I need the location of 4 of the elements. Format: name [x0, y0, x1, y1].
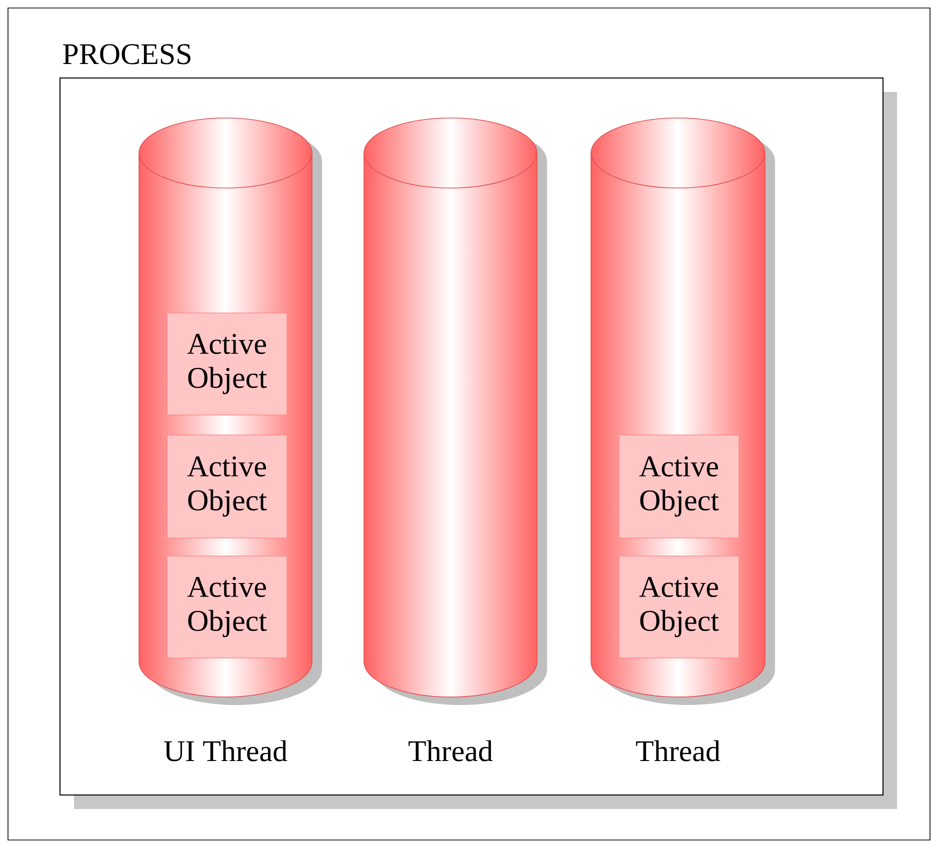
thread-label: UI Thread [164, 740, 288, 762]
process-heading: PROCESS [63, 44, 190, 64]
thread-label: Thread [408, 740, 493, 762]
thread-label: Thread [636, 740, 720, 762]
